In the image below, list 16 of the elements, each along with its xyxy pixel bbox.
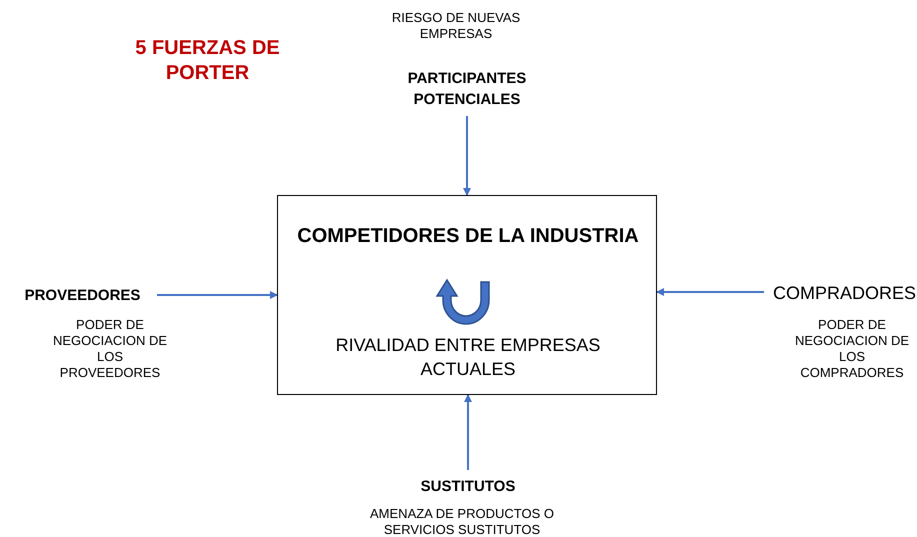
node-label: PARTICIPANTES POTENCIALES: [387, 68, 547, 110]
arrow: [157, 291, 278, 299]
box-heading: COMPETIDORES DE LA INDUSTRIA: [296, 224, 640, 248]
caption-text: PODER DE NEGOCIACION DE LOS PROVEEDORES: [52, 317, 168, 381]
arrow: [463, 116, 471, 196]
process-box: [277, 195, 657, 395]
caption-text: RIESGO DE NUEVAS EMPRESAS: [390, 10, 522, 42]
node-label: PROVEEDORES: [10, 285, 155, 305]
title: 5 FUERZAS DE PORTER: [134, 36, 281, 86]
arrow: [656, 288, 764, 296]
caption-text: PODER DE NEGOCIACION DE LOS COMPRADORES: [794, 317, 910, 381]
box-text: RIVALIDAD ENTRE EMPRESAS ACTUALES: [334, 334, 602, 381]
node-label: SUSTITUTOS: [398, 476, 538, 496]
node-label: COMPRADORES: [772, 281, 917, 303]
arrow: [464, 394, 472, 470]
caption-text: AMENAZA DE PRODUCTOS O SERVICIOS SUSTITUTOS: [369, 506, 555, 537]
